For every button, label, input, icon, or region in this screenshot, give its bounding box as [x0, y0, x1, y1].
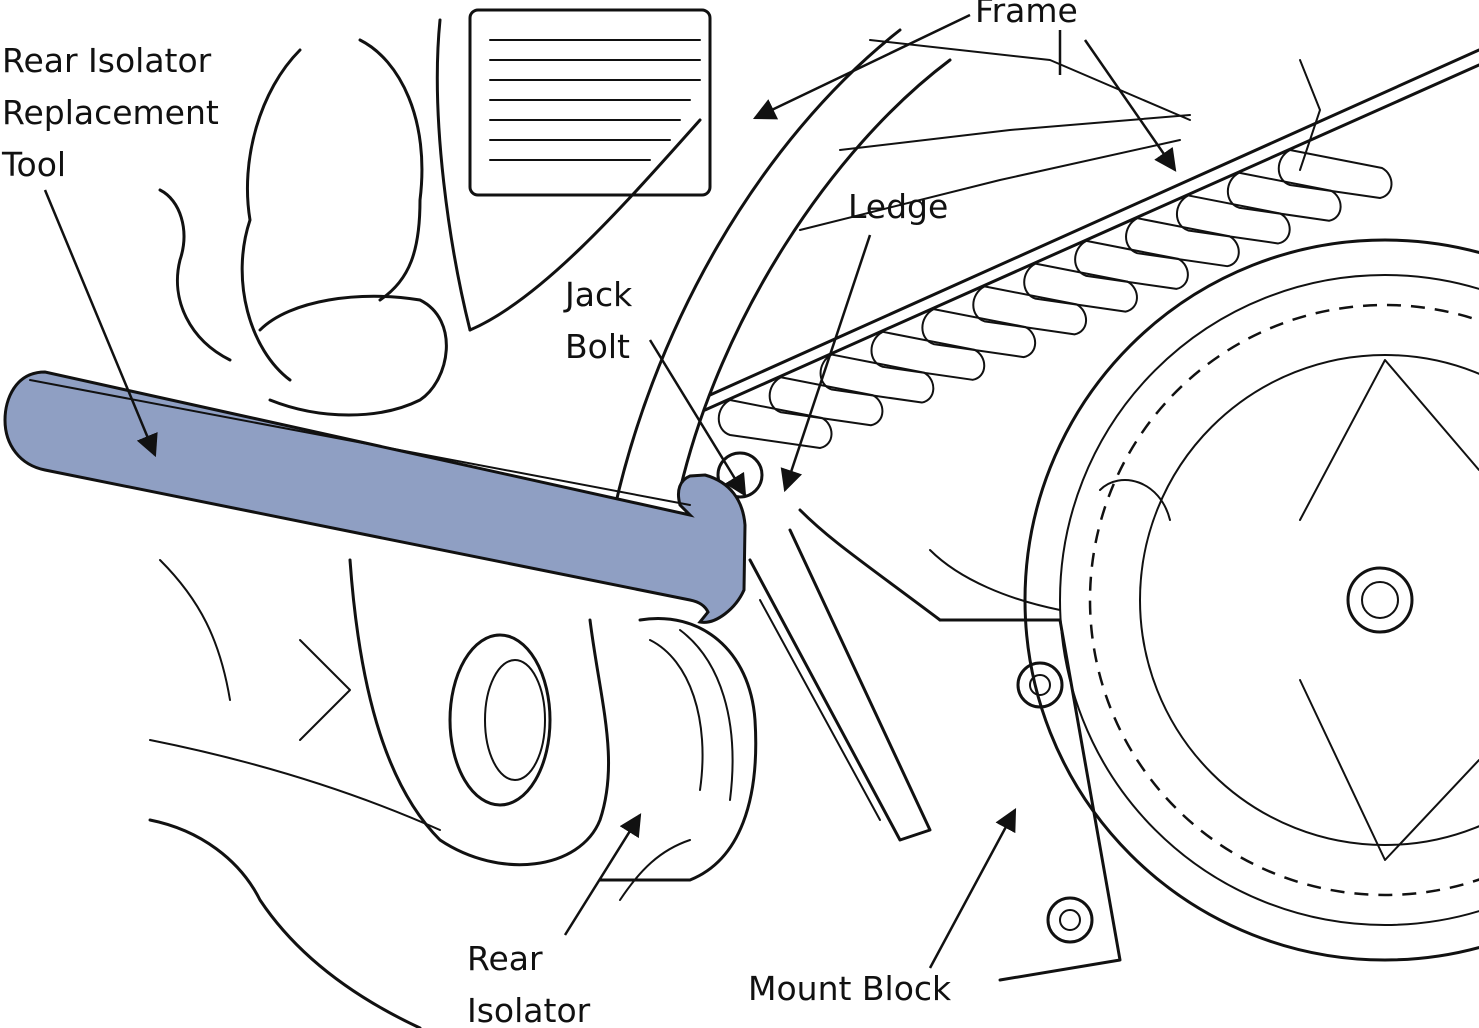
replacement-tool: [3, 370, 747, 624]
label-rear-isolator-1: Rear: [467, 939, 543, 978]
frame-structure: [435, 18, 1321, 532]
engine-fins: [468, 8, 712, 197]
engine-block: [148, 38, 448, 1028]
belt-tooth: [1277, 149, 1393, 199]
belt-tooth: [1226, 171, 1342, 222]
leader-lines: [43, 13, 1177, 969]
label-rear-isolator-tool-1: Rear Isolator: [2, 41, 212, 80]
belt-tooth: [768, 376, 884, 427]
jack-bolt-part: [716, 451, 932, 842]
label-mount-block: Mount Block: [748, 969, 952, 1008]
belt-tooth: [921, 308, 1037, 359]
label-ledge: Ledge: [848, 187, 948, 226]
pulley-wheel: [1023, 238, 1479, 962]
rear-isolator-part: [598, 617, 758, 901]
label-rear-isolator-tool-3: Tool: [1, 145, 66, 184]
belt-tooth: [870, 330, 986, 381]
label-jack-bolt-1: Jack: [563, 275, 633, 314]
belt-tooth: [1074, 239, 1189, 290]
mount-block-part: [798, 479, 1171, 982]
belt-tooth: [819, 353, 935, 404]
belt-tooth: [972, 285, 1088, 336]
isolator-bracket: [348, 558, 611, 867]
belt-tooth: [1023, 262, 1138, 313]
belt-tooth: [717, 399, 833, 449]
label-rear-isolator-2: Isolator: [467, 991, 591, 1028]
label-rear-isolator-tool-2: Replacement: [2, 93, 219, 132]
label-jack-bolt-2: Bolt: [565, 327, 630, 366]
belt-tooth: [1175, 194, 1291, 245]
belt-tooth: [1125, 217, 1240, 268]
label-frame: Frame: [975, 0, 1078, 30]
toothed-belt: [703, 48, 1479, 449]
